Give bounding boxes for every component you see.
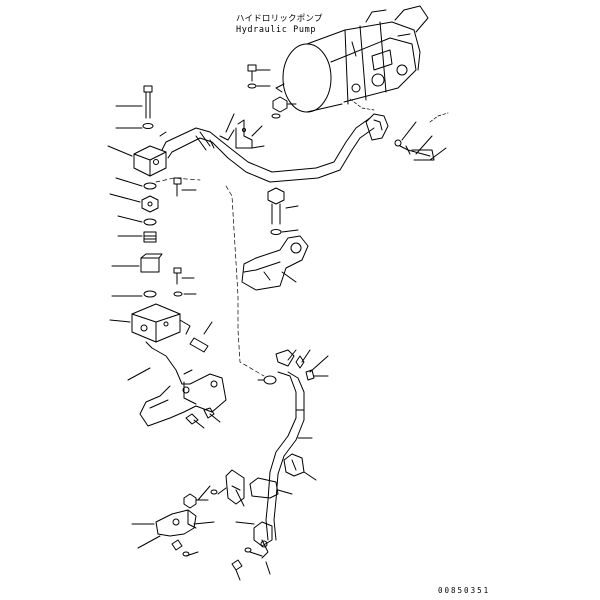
oring-stack (109, 177, 159, 226)
title-english: Hydraulic Pump (236, 25, 317, 35)
pipe-main (159, 117, 375, 183)
hose-clamp-mid (283, 453, 317, 481)
mount-bracket-left (127, 341, 227, 427)
elbow-fitting-mid (257, 349, 329, 385)
support-plate (241, 235, 309, 291)
hydraulic-pump (275, 5, 429, 113)
spool-and-plug (111, 231, 163, 298)
bolt-right (394, 121, 447, 161)
valve-block-upper (107, 145, 167, 177)
nut-and-washer (271, 96, 297, 119)
bolts-bottom-left (171, 539, 263, 581)
title-japanese: ハイドロリックポンプ (236, 14, 323, 24)
clip-lower (225, 469, 245, 507)
hose-end-fitting (235, 521, 273, 575)
pipe-bracket-top (219, 113, 265, 149)
bolt-center (267, 187, 299, 235)
sensor-fitting (189, 321, 213, 353)
pipe-elbow-right (365, 113, 389, 141)
hose-band-clamp (249, 477, 293, 499)
bolt-small-stack (173, 267, 197, 297)
bolt-lower-center (183, 485, 227, 509)
valve-block-lower (109, 303, 191, 343)
bolt-top-center (247, 64, 271, 89)
hose-lower (265, 371, 313, 541)
drawing-number: 00850351 (438, 586, 491, 595)
bolt-side-left (173, 177, 197, 197)
bolt-long-left (115, 85, 154, 129)
mount-bracket-lower (131, 509, 215, 549)
bolts-lower-left (185, 407, 221, 429)
